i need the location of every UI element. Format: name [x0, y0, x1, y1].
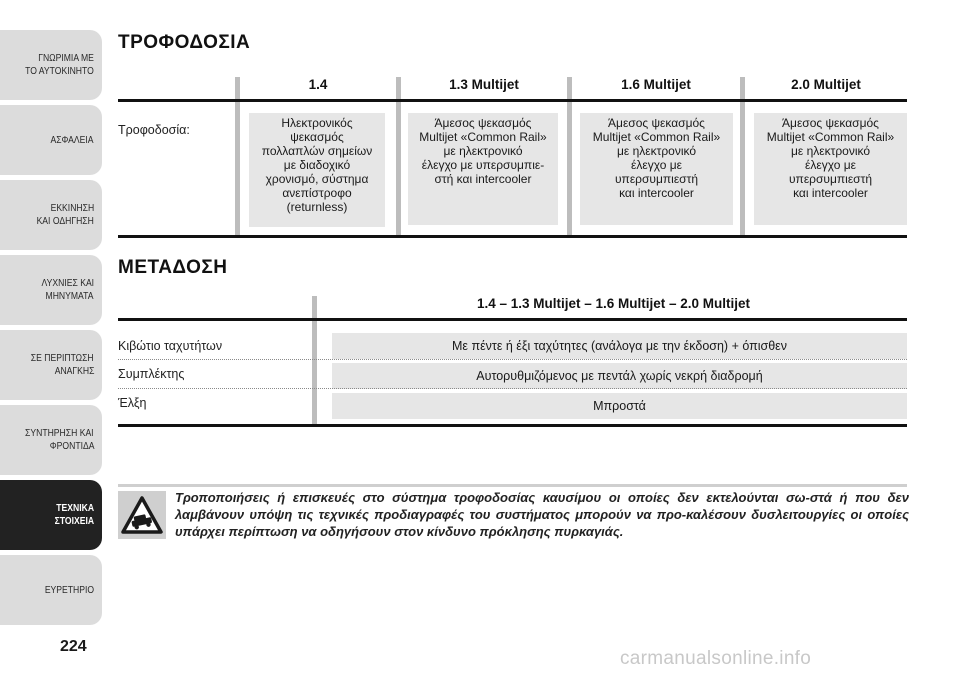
cell-line: και intercooler — [619, 186, 694, 200]
tab-label: ΚΑΙ ΟΔΗΓΗΣΗ — [36, 215, 94, 227]
table-rule — [118, 318, 907, 321]
cell-line: και intercooler — [793, 186, 868, 200]
cell-line: με ηλεκτρονικό — [443, 144, 523, 158]
cell-line: ανεπίστροφο — [282, 186, 352, 200]
column-separator — [396, 77, 401, 237]
tab-label: ΑΝΑΓΚΗΣ — [54, 365, 94, 377]
column-separator — [235, 77, 240, 237]
car-on-slope-warning-icon — [118, 491, 166, 539]
fuel-cell-2-0-multijet: Άμεσος ψεκασμός Multijet «Common Rail» μ… — [754, 113, 907, 225]
cell-line: υπερσυμπιεστή — [614, 172, 698, 186]
page-number: 224 — [60, 638, 87, 655]
cell-line: έλεγχο με υπερσυμπιε- — [421, 158, 545, 172]
tab-label: ΣΕ ΠΕΡΙΠΤΩΣΗ — [31, 352, 94, 364]
column-header: 2.0 Multijet — [791, 77, 861, 92]
cell-line: Άμεσος ψεκασμός — [608, 116, 705, 130]
fuel-cell-1-6-multijet: Άμεσος ψεκασμός Multijet «Common Rail» μ… — [580, 113, 733, 225]
cell-line: με ηλεκτρονικό — [616, 144, 697, 158]
fuel-cell-1-3-multijet: Άμεσος ψεκασμός Multijet «Common Rail» μ… — [408, 113, 558, 225]
column-header: 1.3 Multijet — [449, 77, 519, 92]
cell-line: με ηλεκτρονικό — [790, 144, 871, 158]
transmission-section-title: ΜΕΤΑΔΟΣΗ — [118, 257, 228, 278]
tab-warning-lights[interactable]: ΛΥΧΝΙΕΣ ΚΑΙ ΜΗΝΥΜΑΤΑ — [0, 255, 102, 325]
cell-line: στή και intercooler — [434, 172, 532, 186]
tab-label: ΕΚΚΙΝΗΣΗ — [50, 202, 94, 214]
cell-line: (returnless) — [286, 200, 348, 214]
row-label-fuel: Τροφοδοσία: — [118, 123, 190, 137]
cell-line: έλεγχο με — [631, 158, 682, 172]
tab-label: ΦΡΟΝΤΙΔΑ — [49, 440, 94, 452]
watermark: carmanualsonline.info — [620, 648, 812, 669]
table-rule — [118, 235, 907, 238]
chapter-tabs: ΓΝΩΡΙΜΙΑ ΜΕ ΤΟ ΑΥΤΟΚΙΝΗΤΟ ΑΣΦΑΛΕΙΑ ΕΚΚΙΝ… — [0, 0, 104, 677]
warning-text: Τροποποιήσεις ή επισκευές στο σύστημα τρ… — [175, 490, 909, 539]
tab-label: ΛΥΧΝΙΕΣ ΚΑΙ — [41, 277, 94, 289]
fuel-section-title: ΤΡΟΦΟΔΟΣΙΑ — [118, 32, 251, 53]
row-divider — [118, 388, 907, 389]
cell-line: πολλαπλών σημείων — [261, 144, 373, 158]
warning-top-rule — [118, 484, 907, 487]
cell-line: ψεκασμός — [290, 130, 344, 144]
tab-emergency[interactable]: ΣΕ ΠΕΡΙΠΤΩΣΗ ΑΝΑΓΚΗΣ — [0, 330, 102, 400]
tab-starting-driving[interactable]: ΕΚΚΙΝΗΣΗ ΚΑΙ ΟΔΗΓΗΣΗ — [0, 180, 102, 250]
clutch-value: Αυτορυθμιζόμενος με πεντάλ χωρίς νεκρή δ… — [332, 363, 907, 389]
tab-label: ΓΝΩΡΙΜΙΑ ΜΕ — [38, 52, 94, 64]
tab-technical-data[interactable]: ΤΕΧΝΙΚΑ ΣΤΟΙΧΕΙΑ — [0, 480, 102, 550]
tab-safety[interactable]: ΑΣΦΑΛΕΙΑ — [0, 105, 102, 175]
gearbox-value: Με πέντε ή έξι ταχύτητες (ανάλογα με την… — [332, 333, 907, 359]
tab-label: ΤΕΧΝΙΚΑ — [56, 502, 94, 514]
cell-line: Ηλεκτρονικός — [281, 116, 353, 130]
tab-label: ΑΣΦΑΛΕΙΑ — [50, 133, 94, 146]
column-separator — [740, 77, 745, 237]
cell-line: Multijet «Common Rail» — [419, 130, 547, 144]
table-rule — [118, 424, 907, 427]
column-separator — [567, 77, 572, 237]
traction-value: Μπροστά — [332, 393, 907, 419]
cell-line: Multijet «Common Rail» — [592, 130, 721, 144]
table-rule — [118, 99, 907, 102]
row-divider — [118, 359, 907, 360]
tab-label: ΤΟ ΑΥΤΟΚΙΝΗΤΟ — [25, 65, 94, 77]
cell-line: έλεγχο με — [805, 158, 856, 172]
tab-label: ΣΤΟΙΧΕΙΑ — [54, 515, 94, 527]
column-header: 1.4 — [308, 77, 328, 92]
cell-line: με διαδοχικό — [283, 158, 351, 172]
fuel-cell-1-4: Ηλεκτρονικός ψεκασμός πολλαπλών σημείων … — [249, 113, 385, 227]
column-separator — [312, 296, 317, 424]
cell-line: Άμεσος ψεκασμός — [782, 116, 879, 130]
transmission-header: 1.4 – 1.3 Multijet – 1.6 Multijet – 2.0 … — [476, 296, 751, 311]
tab-label: ΕΥΡΕΤΗΡΙΟ — [44, 583, 94, 596]
tab-label: ΣΥΝΤΗΡΗΣΗ ΚΑΙ — [25, 427, 94, 439]
tab-index[interactable]: ΕΥΡΕΤΗΡΙΟ — [0, 555, 102, 625]
column-header: 1.6 Multijet — [621, 77, 691, 92]
cell-line: Άμεσος ψεκασμός — [434, 116, 532, 130]
tab-maintenance[interactable]: ΣΥΝΤΗΡΗΣΗ ΚΑΙ ΦΡΟΝΤΙΔΑ — [0, 405, 102, 475]
row-label-gearbox: Κιβώτιο ταχυτήτων — [118, 339, 223, 353]
cell-line: Multijet «Common Rail» — [766, 130, 895, 144]
warning-note: Τροποποιήσεις ή επισκευές στο σύστημα τρ… — [118, 485, 909, 567]
cell-line: χρονισμό, σύστημα — [265, 172, 369, 186]
row-label-clutch: Συμπλέκτης — [118, 367, 185, 381]
tab-getting-to-know[interactable]: ΓΝΩΡΙΜΙΑ ΜΕ ΤΟ ΑΥΤΟΚΙΝΗΤΟ — [0, 30, 102, 100]
tab-label: ΜΗΝΥΜΑΤΑ — [46, 290, 94, 302]
cell-line: υπερσυμπιεστή — [788, 172, 872, 186]
row-label-traction: Έλξη — [118, 396, 147, 410]
